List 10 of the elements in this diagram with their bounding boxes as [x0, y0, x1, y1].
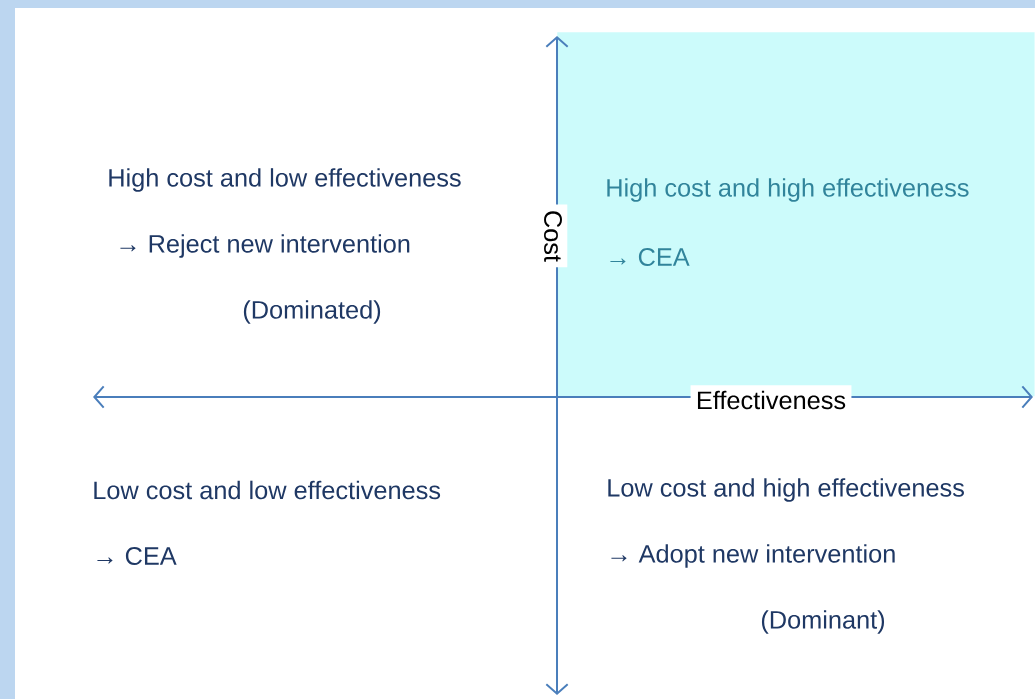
axis-label: Cost: [538, 204, 568, 268]
decision-text: → Reject new intervention: [120, 234, 410, 258]
axis-label: Effectiveness: [690, 385, 852, 415]
quadrant-heading: High cost and low effectiveness: [109, 168, 461, 192]
decision-text: → Adopt new intervention: [611, 544, 895, 568]
verdict-text: (Dominant): [761, 610, 885, 634]
decision-text: → CEA: [97, 547, 177, 565]
quadrant-heading: Low cost and low effectiveness: [94, 480, 441, 500]
quadrant-heading: Low cost and high effectiveness: [608, 478, 964, 502]
verdict-text: (Dominated): [243, 300, 381, 324]
